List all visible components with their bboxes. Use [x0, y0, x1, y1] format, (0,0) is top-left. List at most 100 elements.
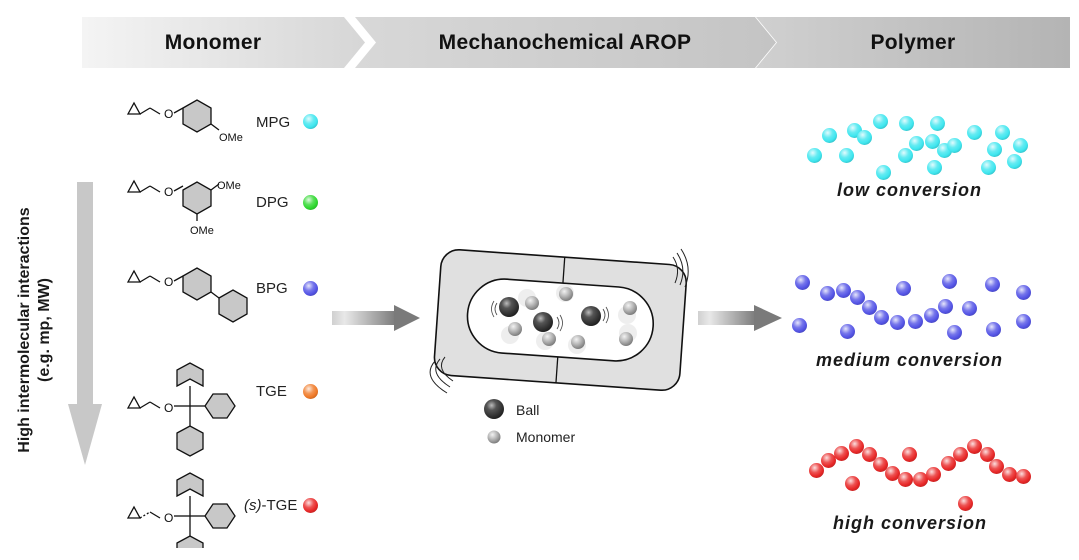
polymer-bead	[896, 281, 911, 296]
polymer-bead	[1016, 469, 1031, 484]
polymer-bead	[1016, 285, 1031, 300]
polymer-bead	[962, 301, 977, 316]
svg-text:O: O	[164, 185, 173, 199]
monomer-label-tge: TGE	[256, 383, 287, 400]
polymer-bead	[967, 439, 982, 454]
legend-ball-label: Ball	[516, 402, 540, 418]
stage-banner-monomer: Monomer	[82, 17, 367, 68]
mpg-ome-label: OMe	[219, 132, 243, 144]
polymer-bead	[821, 453, 836, 468]
process-arrow-icon	[698, 305, 782, 331]
monomer-ball-mpg	[303, 114, 318, 129]
polymer-bead	[873, 457, 888, 472]
polymer-bead	[807, 148, 822, 163]
polymer-bead	[834, 446, 849, 461]
chevron-shape	[82, 17, 365, 68]
polymer-bead	[908, 314, 923, 329]
svg-text:O: O	[164, 511, 173, 525]
polymer-bead	[941, 456, 956, 471]
side-axis-line1: High intermolecular interactions	[16, 207, 33, 453]
monomer-label-dpg: DPG	[256, 194, 289, 211]
process-arrow-icon	[332, 305, 420, 331]
polymer-bead	[1007, 154, 1022, 169]
polymer-bead	[985, 277, 1000, 292]
mpg-structure: O	[126, 99, 220, 133]
polymer-bead	[820, 286, 835, 301]
stage-label: Mechanochemical AROP	[438, 31, 692, 54]
polymer-outcome-high	[795, 430, 1040, 511]
polymer-bead	[1002, 467, 1017, 482]
monomer-ball-dpg	[303, 195, 318, 210]
polymer-bead	[1013, 138, 1028, 153]
monomer-particles	[501, 284, 637, 354]
conversion-label-medium: medium conversion	[816, 350, 1004, 370]
grinding-ball	[533, 312, 553, 332]
monomer-label-mpg: MPG	[256, 114, 291, 131]
polymer-bead	[927, 160, 942, 175]
polymer-bead	[898, 148, 913, 163]
polymer-bead	[938, 299, 953, 314]
stage-label: Polymer	[870, 31, 956, 54]
side-axis-label: High intermolecular interactions (e.g. m…	[15, 160, 55, 500]
polymer-bead	[898, 472, 913, 487]
tge-structure: O	[126, 362, 236, 457]
monomer-label-s-tge: (s)-TGE	[244, 497, 297, 514]
polymer-bead	[874, 310, 889, 325]
polymer-outcome-low	[795, 110, 1040, 185]
polymer-bead	[862, 300, 877, 315]
stage-label: Monomer	[164, 31, 262, 54]
polymer-bead	[795, 275, 810, 290]
svg-text:O: O	[164, 401, 173, 415]
monomer-ball-bpg	[303, 281, 318, 296]
polymer-bead	[849, 439, 864, 454]
polymer-bead	[967, 125, 982, 140]
polymer-bead	[809, 463, 824, 478]
polymer-bead	[909, 136, 924, 151]
conversion-label-low: low conversion	[837, 180, 983, 200]
polymer-bead	[958, 496, 973, 511]
chevron-shape	[756, 17, 1070, 68]
vibration-marks	[429, 248, 689, 394]
bpg-structure: O	[126, 267, 248, 323]
monomer-structures: O OMe O OMe OMe O O	[126, 99, 248, 548]
polymer-bead	[930, 116, 945, 131]
polymer-bead	[925, 134, 940, 149]
stage-banner-polymer: Polymer	[756, 17, 1070, 68]
dpg-ome-top-label: OMe	[217, 180, 241, 192]
polymer-bead	[899, 116, 914, 131]
polymer-bead	[822, 128, 837, 143]
dpg-structure: O	[126, 179, 220, 221]
polymer-bead	[980, 447, 995, 462]
polymer-bead	[913, 472, 928, 487]
polymer-bead	[876, 165, 891, 180]
monomer-ball-tge	[303, 384, 318, 399]
polymer-bead	[862, 447, 877, 462]
polymer-bead	[942, 274, 957, 289]
ball-mill-jar	[429, 248, 689, 394]
polymer-bead	[890, 315, 905, 330]
polymer-bead	[792, 318, 807, 333]
polymer-bead	[953, 447, 968, 462]
polymer-bead	[850, 290, 865, 305]
grinding-ball	[499, 297, 519, 317]
polymer-bead	[902, 447, 917, 462]
stereo-prefix: (s)	[244, 497, 262, 514]
monomer-name: -TGE	[261, 497, 298, 514]
polymer-bead	[987, 142, 1002, 157]
grinding-ball	[581, 306, 601, 326]
polymer-bead	[995, 125, 1010, 140]
side-axis-line2: (e.g. mp, MW)	[36, 278, 53, 382]
polymer-bead	[947, 138, 962, 153]
polymer-bead	[989, 459, 1004, 474]
dpg-ome-bottom-label: OMe	[190, 225, 214, 237]
down-arrow-icon	[68, 182, 102, 465]
svg-text:O: O	[164, 275, 173, 289]
polymer-bead	[836, 283, 851, 298]
monomer-legend-icon	[487, 430, 501, 444]
polymer-bead	[873, 114, 888, 129]
polymer-bead	[981, 160, 996, 175]
svg-text:O: O	[164, 107, 173, 121]
ball-legend-icon	[484, 399, 504, 419]
stage-banner-mechanochemical-arop: Mechanochemical AROP	[355, 17, 780, 68]
polymer-outcome-medium	[790, 270, 1040, 345]
